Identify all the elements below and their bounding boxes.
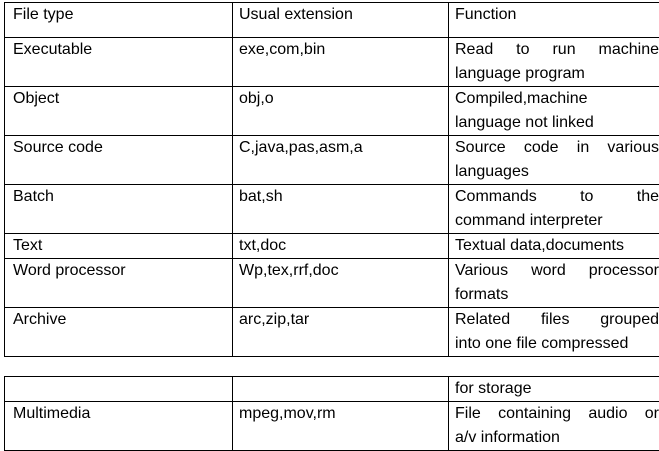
cell-extension: arc,zip,tar: [232, 307, 449, 357]
cell-function: Various word processor formats: [448, 258, 659, 308]
cell-file-type: Text: [4, 233, 233, 259]
function-line: a/v information: [455, 429, 560, 446]
cell-file-type: Object: [4, 86, 233, 136]
function-line: language program: [455, 65, 585, 82]
cell-function: Commands to the command interpreter: [448, 184, 659, 234]
function-line: Source code in various: [455, 139, 659, 156]
function-line: File containing audio or: [455, 405, 659, 422]
cell-file-type: Word processor: [4, 258, 233, 308]
function-line: Various word processor: [455, 262, 659, 279]
table-header-row: File type Usual extension Function: [4, 2, 659, 38]
header-function: Function: [448, 2, 659, 38]
file-type-table-continued: for storage Multimedia mpeg,mov,rm File …: [4, 376, 659, 451]
table-row: Object obj,o Compiled,machine language n…: [4, 86, 659, 136]
cell-file-type: Source code: [4, 135, 233, 185]
cell-extension: [232, 376, 449, 402]
table-row: Archive arc,zip,tar Related files groupe…: [4, 307, 659, 357]
cell-function: Read to run machine language program: [448, 37, 659, 87]
cell-extension: bat,sh: [232, 184, 449, 234]
function-line: formats: [455, 286, 509, 303]
cell-function: Textual data,documents: [448, 233, 659, 259]
cell-file-type: Archive: [4, 307, 233, 357]
cell-file-type: Batch: [4, 184, 233, 234]
cell-file-type: Multimedia: [4, 401, 233, 451]
page-break-gap: [4, 357, 657, 375]
table-row: Text txt,doc Textual data,documents: [4, 233, 659, 259]
header-file-type: File type: [4, 2, 233, 38]
cell-function: for storage: [448, 376, 659, 402]
cell-extension: exe,com,bin: [232, 37, 449, 87]
header-usual-extension: Usual extension: [232, 2, 449, 38]
table-row: Multimedia mpeg,mov,rm File containing a…: [4, 401, 659, 451]
function-line: Related files grouped: [455, 311, 659, 328]
table-row: Executable exe,com,bin Read to run machi…: [4, 37, 659, 87]
function-line: language not linked: [455, 114, 594, 131]
cell-function: Compiled,machine language not linked: [448, 86, 659, 136]
cell-file-type: [4, 376, 233, 402]
function-line: into one file compressed: [455, 335, 629, 352]
cell-function: Source code in various languages: [448, 135, 659, 185]
function-line: languages: [455, 163, 529, 180]
cell-extension: obj,o: [232, 86, 449, 136]
table-row: Word processor Wp,tex,rrf,doc Various wo…: [4, 258, 659, 308]
file-type-table: File type Usual extension Function Execu…: [4, 2, 659, 357]
cell-extension: C,java,pas,asm,a: [232, 135, 449, 185]
function-line: Compiled,machine: [455, 90, 588, 107]
cell-function: File containing audio or a/v information: [448, 401, 659, 451]
cell-extension: Wp,tex,rrf,doc: [232, 258, 449, 308]
table-row: Source code C,java,pas,asm,a Source code…: [4, 135, 659, 185]
cell-extension: txt,doc: [232, 233, 449, 259]
function-line: Read to run machine: [455, 41, 659, 58]
table-row: Batch bat,sh Commands to the command int…: [4, 184, 659, 234]
cell-function: Related files grouped into one file comp…: [448, 307, 659, 357]
function-line: Textual data,documents: [455, 237, 624, 254]
cell-file-type: Executable: [4, 37, 233, 87]
cell-extension: mpeg,mov,rm: [232, 401, 449, 451]
function-line: command interpreter: [455, 212, 603, 229]
function-line: Commands to the: [455, 188, 659, 205]
table-row-continuation: for storage: [4, 376, 659, 402]
